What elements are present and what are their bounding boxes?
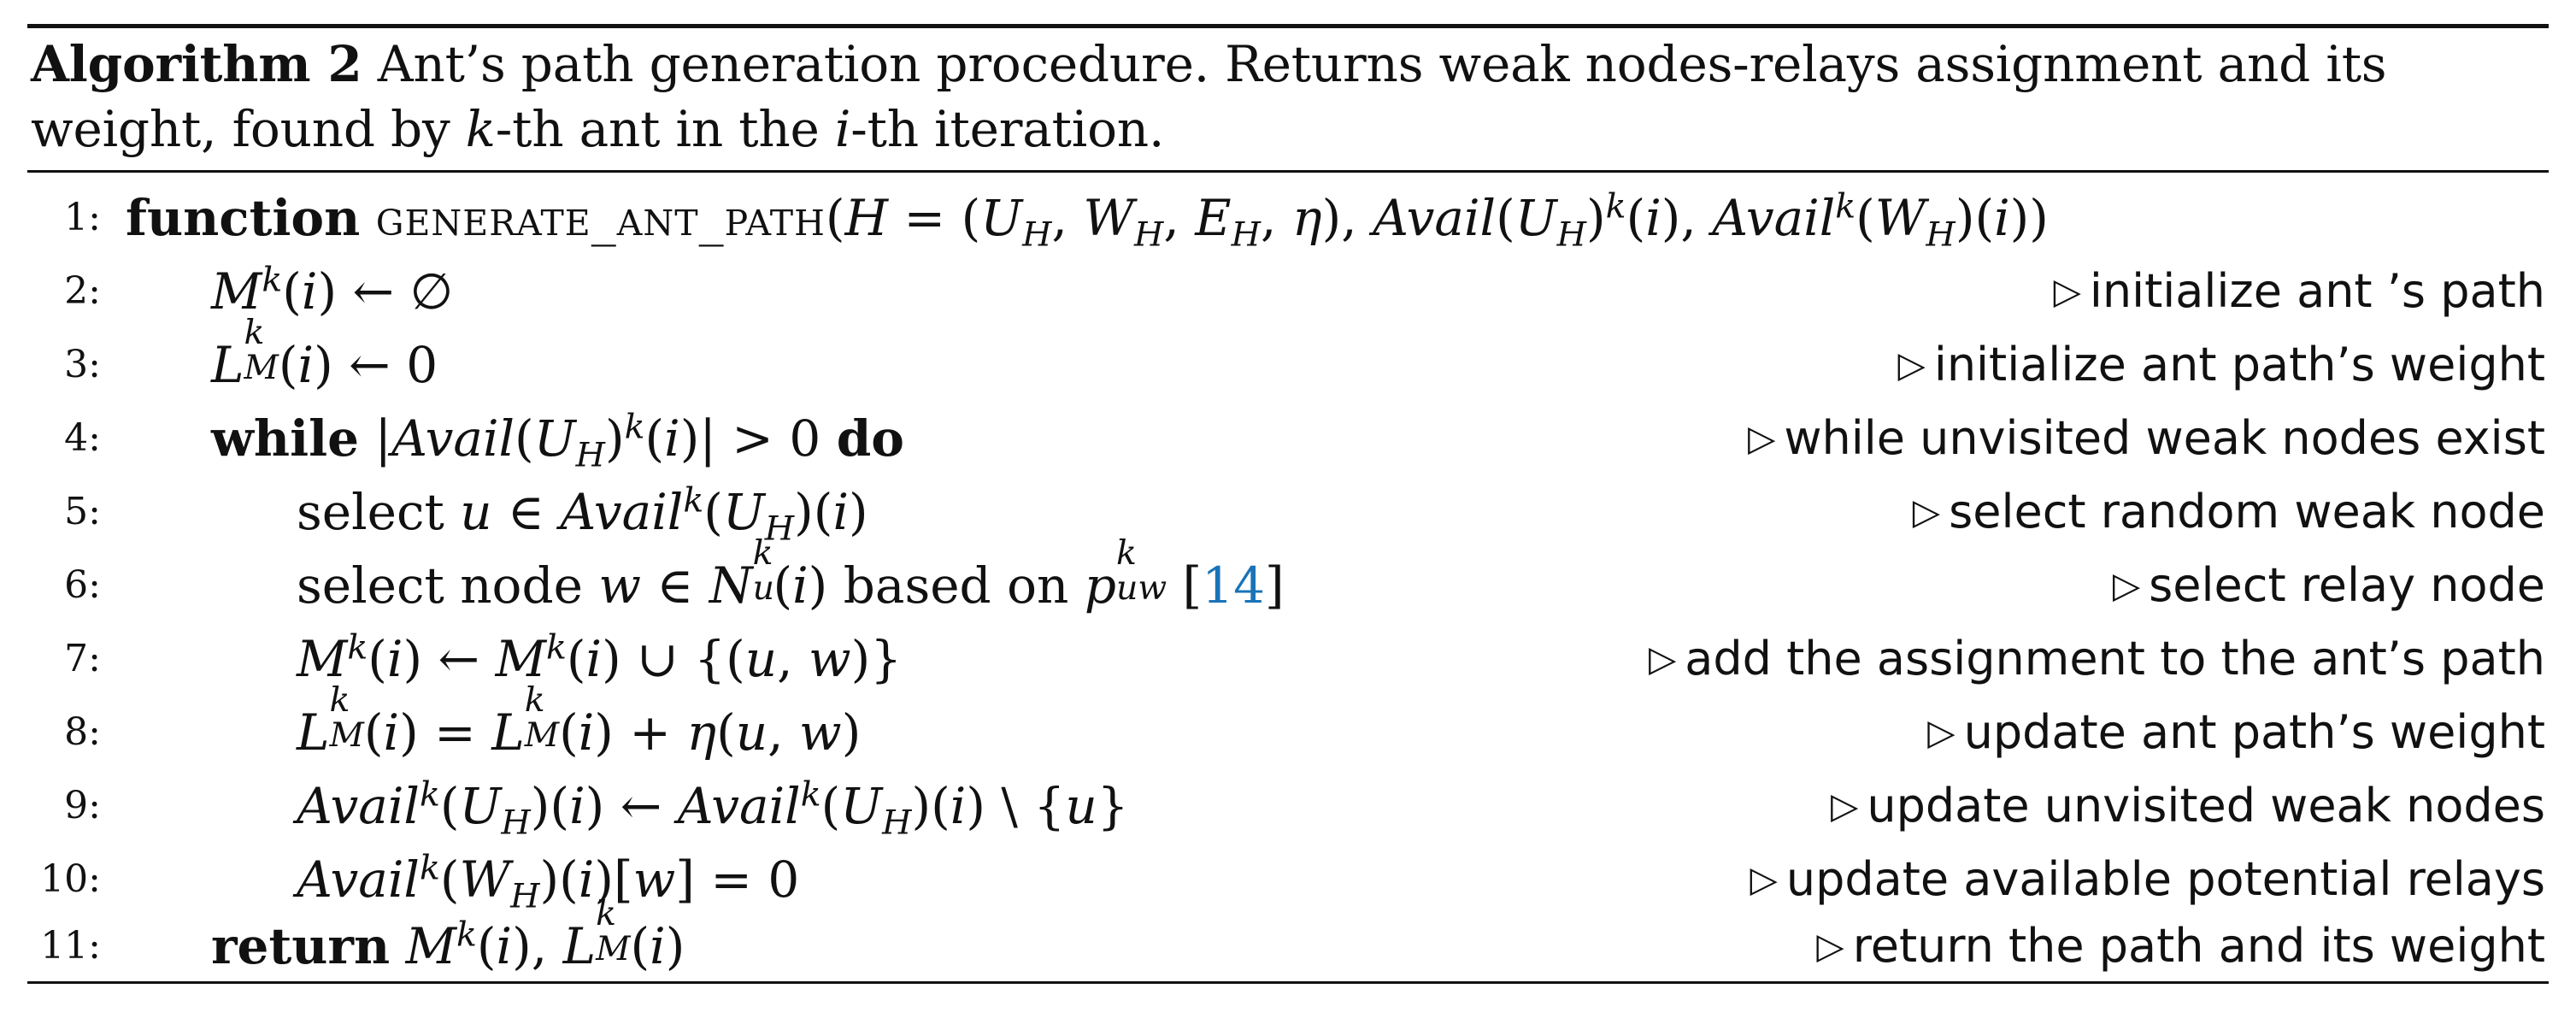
algorithm-line-7: 7: Mk(i) ← Mk(i) ∪ {(u, w)} ▷add the ass… [27,622,2549,696]
bottom-rule [27,981,2549,984]
comment-triangle-icon: ▷ [1648,638,1677,680]
algorithm-caption: Algorithm 2 Ant’s path generation proced… [27,28,2549,170]
line-number: 2: [64,269,101,313]
line-code: while |Avail(UH)k(i)| > 0 do [211,407,904,475]
keyword-do: do [836,409,904,468]
line-code: LkMM(i) ← 0 [211,312,438,394]
top-rule [27,24,2549,28]
line-comment: ▷initialize ant ’s path [2053,264,2545,318]
algorithm-line-2: 2: Mk(i) ← ∅ ▷initialize ant ’s path [27,255,2549,328]
comment-triangle-icon: ▷ [1831,785,1859,827]
line-code: function generate_ant_path(H = (UH, WH, … [126,186,2049,255]
line-code: select node w ∈ Nkuk(i) based on pkuwuw … [297,533,1285,615]
keyword-return: return [211,917,391,975]
citation-link[interactable]: 14 [1202,556,1265,615]
line-comment: ▷initialize ant path’s weight [1897,338,2546,391]
comment-triangle-icon: ▷ [2112,564,2141,606]
line-comment: ▷select relay node [2112,558,2545,612]
line-code: Availk(UH)(i) ← Availk(UH)(i) \ {u} [297,774,1129,843]
line-comment: ▷add the assignment to the ant’s path [1648,632,2545,686]
keyword-function: function [126,189,361,247]
line-code: select u ∈ Availk(UH)(i) [297,480,868,549]
algorithm-line-1: 1: function generate_ant_path(H = (UH, W… [27,181,2549,255]
line-comment: ▷while unvisited weak nodes exist [1748,411,2545,465]
line-number: 5: [64,490,101,533]
procedure-name: generate_ant_path [375,189,826,247]
algorithm-line-8: 8: LkMM(i) = LkMM(i) + η(u, w) ▷update a… [27,680,2549,769]
caption-k: k [465,100,496,158]
algorithm-lines: 1: function generate_ant_path(H = (UH, W… [27,173,2549,981]
line-number: 7: [64,637,101,680]
algorithm-line-4: 4: while |Avail(UH)k(i)| > 0 do ▷while u… [27,402,2549,475]
algorithm-block: Algorithm 2 Ant’s path generation proced… [27,24,2549,984]
line-code: Availk(WH)(i)[w] = 0 [297,848,800,916]
comment-triangle-icon: ▷ [1912,491,1941,533]
caption-i: i [834,100,851,158]
line-code: return Mk(i), LkMM(i) [211,893,685,975]
line-code: LkMM(i) = LkMM(i) + η(u, w) [297,680,862,762]
comment-triangle-icon: ▷ [1750,858,1778,900]
caption-text-2: -th ant in the [495,100,835,158]
algorithm-line-10: 10: Availk(WH)(i)[w] = 0 ▷update availab… [27,843,2549,916]
line-number: 11: [40,924,101,968]
line-comment: ▷return the path and its weight [1816,919,2545,973]
line-number: 9: [64,784,101,827]
caption-rule [27,170,2549,173]
caption-text-3: -th iteration. [850,100,1165,158]
algorithm-line-5: 5: select u ∈ Availk(UH)(i) ▷select rand… [27,475,2549,549]
line-number: 8: [64,710,101,754]
caption-text-1: Ant’s path generation procedure. Returns… [31,35,2387,158]
algorithm-line-3: 3: LkMM(i) ← 0 ▷initialize ant path’s we… [27,312,2549,402]
comment-triangle-icon: ▷ [2053,270,2081,312]
comment-triangle-icon: ▷ [1748,417,1776,459]
line-number: 4: [64,416,101,460]
line-comment: ▷update available potential relays [1750,852,2545,906]
line-code: Mk(i) ← ∅ [211,260,454,321]
line-comment: ▷update ant path’s weight [1927,705,2545,759]
line-comment: ▷update unvisited weak nodes [1831,779,2545,833]
line-number: 6: [64,563,101,607]
line-code: Mk(i) ← Mk(i) ∪ {(u, w)} [297,627,903,688]
comment-triangle-icon: ▷ [1927,711,1956,753]
line-number: 1: [64,196,101,239]
algorithm-label: Algorithm 2 [31,35,362,93]
algorithm-line-11: 11: return Mk(i), LkMM(i) ▷return the pa… [27,893,2549,978]
keyword-while: while [211,409,360,468]
algorithm-line-6: 6: select node w ∈ Nkuk(i) based on pkuw… [27,533,2549,622]
line-number: 10: [40,857,101,901]
comment-triangle-icon: ▷ [1816,925,1844,967]
line-number: 3: [64,343,101,386]
algorithm-line-9: 9: Availk(UH)(i) ← Availk(UH)(i) \ {u} ▷… [27,769,2549,843]
comment-triangle-icon: ▷ [1897,344,1926,385]
line-comment: ▷select random weak node [1912,485,2545,538]
